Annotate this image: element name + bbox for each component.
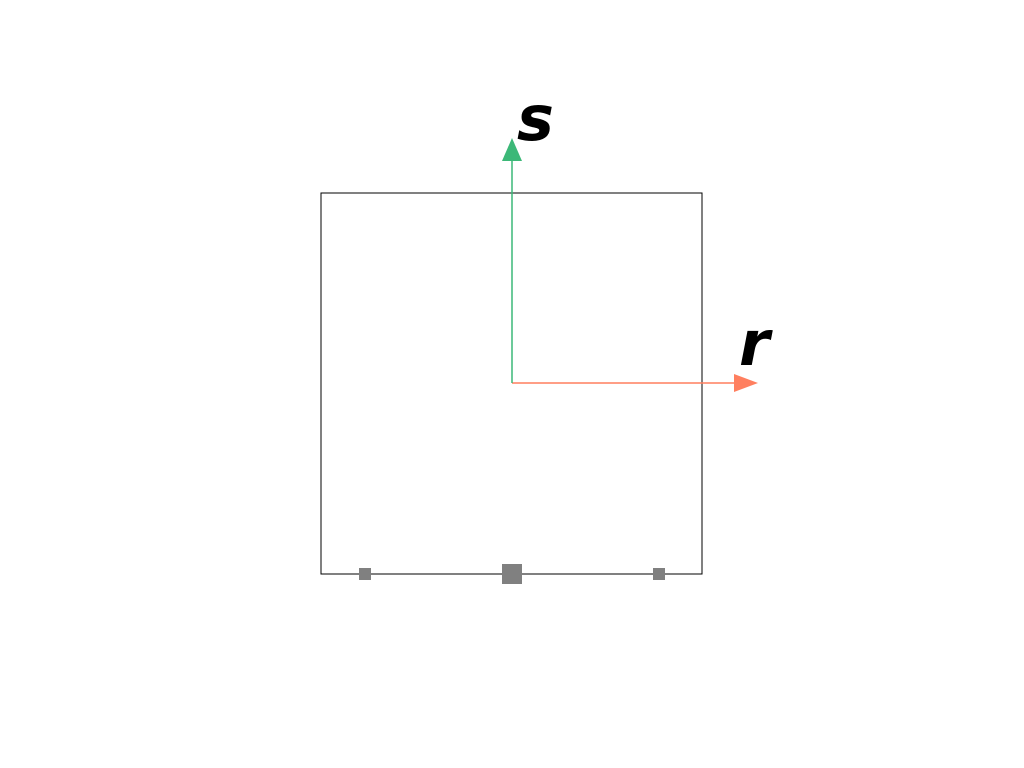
r-axis-arrowhead — [734, 374, 758, 392]
s-axis — [502, 138, 522, 383]
r-axis-label: r — [739, 307, 773, 380]
s-axis-arrowhead — [502, 138, 522, 161]
r-axis — [512, 374, 758, 392]
s-axis-label: s — [517, 82, 554, 155]
node-right — [653, 568, 665, 580]
node-center — [502, 564, 522, 584]
node-left — [359, 568, 371, 580]
